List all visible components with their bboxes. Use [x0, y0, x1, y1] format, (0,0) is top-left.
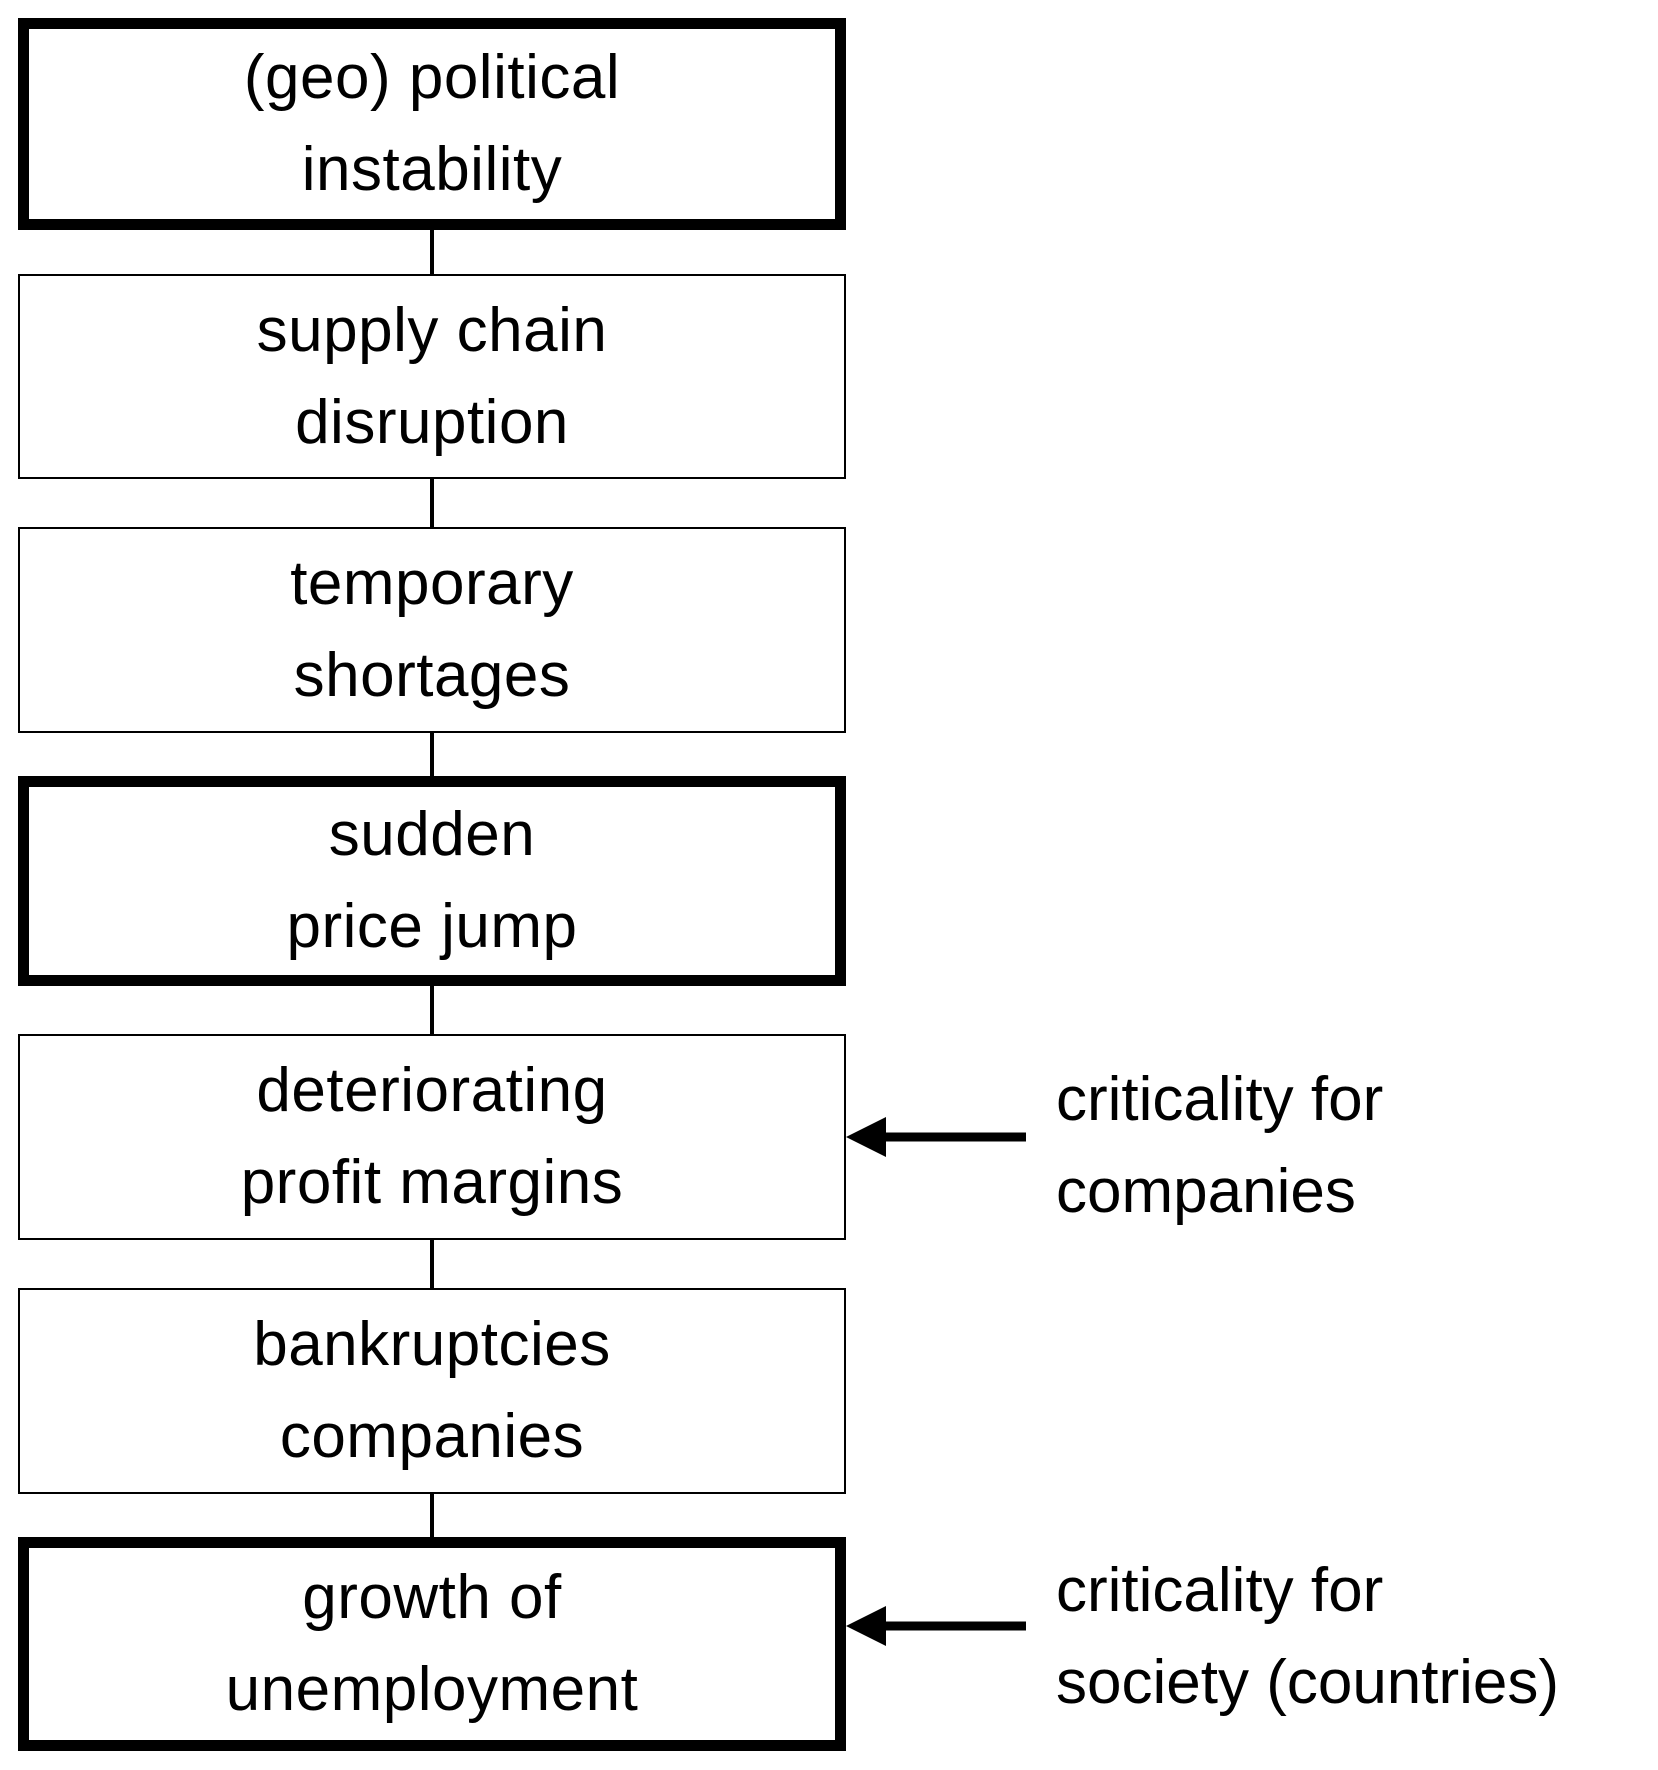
step-geopolitical-instability: (geo) political instability — [18, 18, 846, 230]
step-label: temporary shortages — [290, 549, 574, 710]
step-label: sudden price jump — [286, 800, 578, 961]
connector-3-4 — [430, 733, 434, 781]
step-label: supply chain disruption — [256, 295, 608, 457]
step-bankruptcies-companies: bankruptcies companies — [18, 1288, 846, 1494]
connector-4-5 — [430, 986, 434, 1034]
step-sudden-price-jump: sudden price jump — [18, 776, 846, 986]
connector-1-2 — [430, 230, 434, 274]
step-label: deteriorating profit margins — [240, 1056, 624, 1217]
step-deteriorating-profit-margins: deteriorating profit margins — [18, 1034, 846, 1240]
step-label: (geo) political instability — [243, 43, 621, 204]
arrow-left-icon — [846, 1117, 1026, 1157]
arrow-left-icon — [846, 1606, 1026, 1646]
annotation-criticality-society: criticality for society (countries) — [1056, 1556, 1560, 1717]
connector-6-7 — [430, 1494, 434, 1542]
annotation-criticality-companies: criticality for companies — [1056, 1065, 1384, 1226]
step-supply-chain-disruption: supply chain disruption — [18, 274, 846, 479]
step-temporary-shortages: temporary shortages — [18, 527, 846, 733]
connector-2-3 — [430, 479, 434, 527]
step-label: growth of unemployment — [225, 1563, 639, 1724]
step-growth-of-unemployment: growth of unemployment — [18, 1537, 846, 1751]
step-label: bankruptcies companies — [253, 1310, 611, 1471]
connector-5-6 — [430, 1240, 434, 1288]
